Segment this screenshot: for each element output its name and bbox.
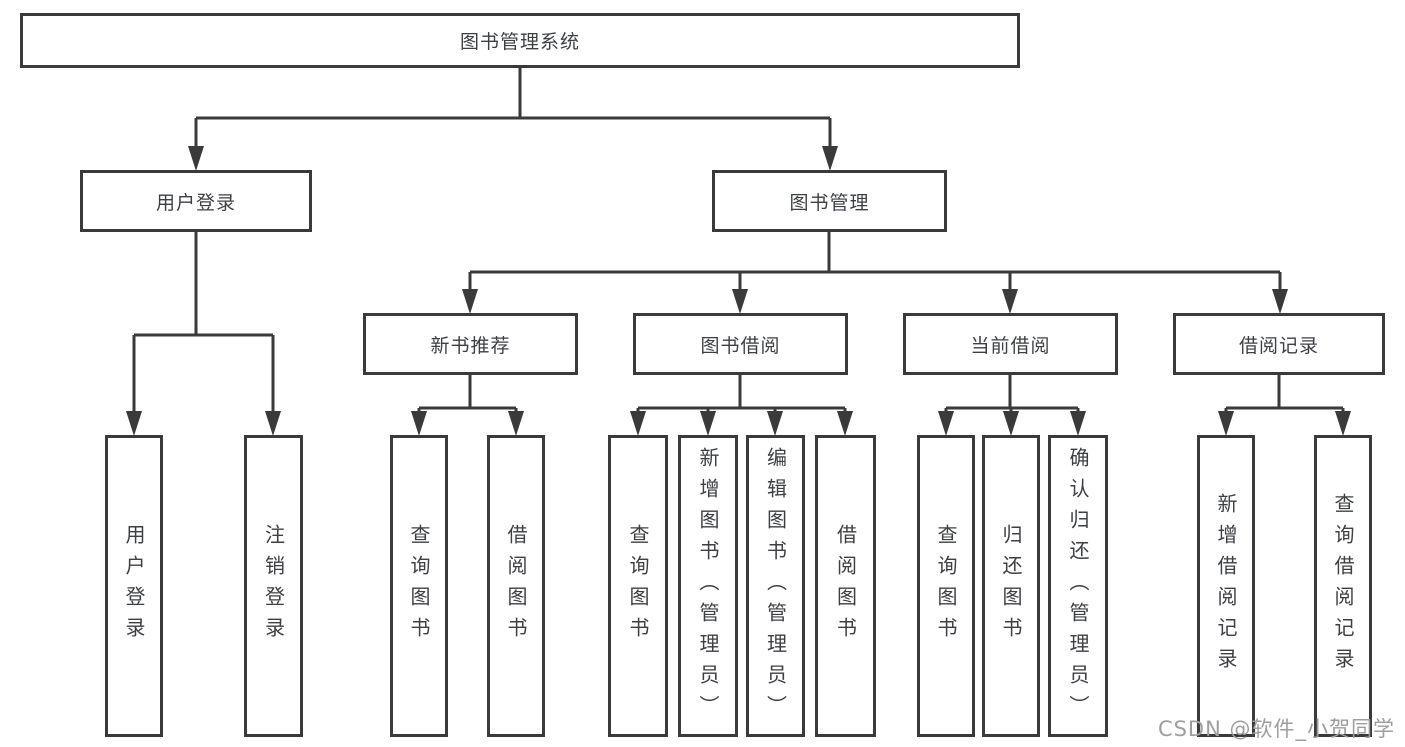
node-new-book-rec: 新书推荐 — [363, 313, 578, 375]
leaf-add-borrow-record: 新增借阅记录 — [1197, 435, 1255, 737]
connector-root — [194, 68, 832, 150]
arrowhead — [732, 289, 748, 314]
leaf-label: 新增图书（管理员） — [696, 446, 720, 726]
node-root: 图书管理系统 — [20, 13, 1020, 68]
arrowhead — [411, 411, 427, 436]
leaf-label: 用户登录 — [122, 524, 146, 648]
watermark: CSDN @软件_小贺同学 — [1157, 717, 1395, 741]
arrowhead — [126, 411, 142, 436]
connector-current-borrow — [944, 375, 1080, 414]
connector-borrow-records — [1224, 375, 1345, 414]
connector-user-login — [132, 232, 275, 414]
leaf-logout: 注销登录 — [244, 435, 303, 737]
leaf-label: 归还图书 — [999, 524, 1023, 648]
arrowhead — [462, 289, 478, 314]
arrowhead — [837, 411, 853, 436]
arrowhead — [938, 411, 954, 436]
leaf-query-books-3: 查询图书 — [917, 435, 975, 737]
arrowhead — [1272, 289, 1288, 314]
leaf-label: 借阅图书 — [833, 524, 858, 648]
leaf-borrow-books-1: 借阅图书 — [487, 435, 545, 737]
leaf-label: 编辑图书（管理员） — [763, 446, 788, 726]
arrowhead — [767, 411, 783, 436]
arrowhead — [822, 146, 838, 171]
leaf-return-books: 归还图书 — [982, 435, 1040, 737]
node-user-login: 用户登录 — [80, 170, 312, 232]
leaf-confirm-return-admin: 确认归还（管理员） — [1048, 435, 1108, 737]
leaf-edit-books-admin: 编辑图书（管理员） — [746, 435, 805, 737]
leaf-label: 查询图书 — [626, 524, 650, 648]
arrowhead — [630, 411, 646, 436]
leaf-add-books-admin: 新增图书（管理员） — [678, 435, 738, 737]
connector-new-book — [417, 375, 518, 414]
leaf-label: 查询图书 — [934, 524, 958, 648]
arrowhead — [700, 411, 716, 436]
connector-book-borrow — [636, 375, 847, 414]
arrowhead — [1335, 411, 1351, 436]
leaf-query-books-2: 查询图书 — [608, 435, 668, 737]
leaf-user-login: 用户登录 — [105, 435, 163, 737]
arrowhead — [265, 411, 281, 436]
leaf-label: 查询图书 — [407, 524, 431, 648]
node-current-borrow: 当前借阅 — [903, 313, 1118, 375]
node-book-borrow: 图书借阅 — [633, 313, 848, 375]
leaf-borrow-books-2: 借阅图书 — [815, 435, 876, 737]
leaf-label: 借阅图书 — [504, 524, 528, 648]
arrowhead — [1002, 289, 1018, 314]
leaf-query-borrow-record: 查询借阅记录 — [1314, 435, 1372, 737]
leaf-query-books-1: 查询图书 — [390, 435, 448, 737]
leaf-label: 注销登录 — [261, 524, 286, 648]
node-borrow-records: 借阅记录 — [1173, 313, 1385, 375]
node-book-mgmt: 图书管理 — [712, 170, 947, 232]
leaf-label: 查询借阅记录 — [1331, 493, 1355, 679]
arrowhead — [1003, 411, 1019, 436]
leaf-label: 新增借阅记录 — [1214, 493, 1238, 679]
connector-book-mgmt — [468, 232, 1282, 292]
arrowhead — [508, 411, 524, 436]
leaf-label: 确认归还（管理员） — [1066, 446, 1090, 726]
arrowhead — [1070, 411, 1086, 436]
arrowhead — [1218, 411, 1234, 436]
arrowhead — [188, 146, 204, 171]
